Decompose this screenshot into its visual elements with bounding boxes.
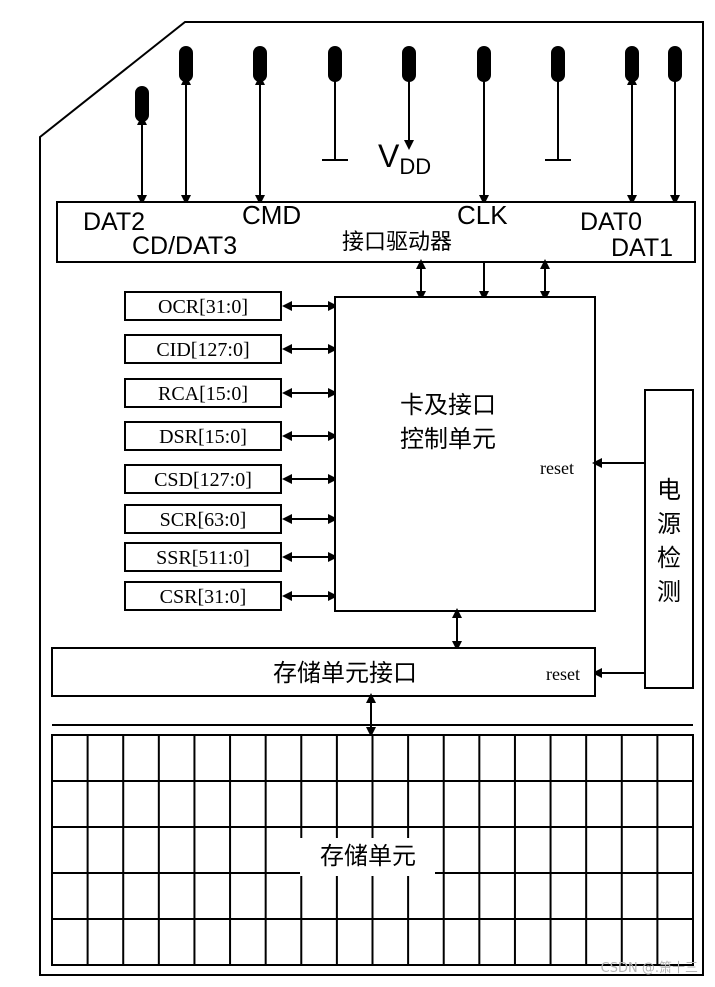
- storage-reset-label: reset: [546, 664, 580, 684]
- pin-cap-cd-dat3: [179, 46, 193, 82]
- interface-driver-box: [56, 201, 696, 263]
- interface-driver-label: 接口驱动器: [342, 230, 452, 255]
- pin-cap-vss1: [328, 46, 342, 82]
- pin-cap-dat1: [668, 46, 682, 82]
- register-label: SSR[511:0]: [156, 547, 250, 569]
- power-detect-char: 源: [657, 510, 681, 538]
- pin-label-dat1: DAT1: [611, 234, 673, 262]
- register-label: SCR[63:0]: [160, 509, 247, 531]
- power-detect-char: 电: [657, 476, 681, 504]
- register-box: [124, 291, 282, 321]
- pin-label-clk: CLK: [457, 200, 508, 230]
- power-detect-box: [644, 389, 694, 689]
- storage-grid: [51, 734, 694, 966]
- driver-controller-connectors: [416, 259, 550, 301]
- controller-label-line2: 控制单元: [400, 425, 496, 453]
- vdd-subscript: DD: [399, 154, 431, 179]
- csdn-watermark: CSDN @.箫十三: [601, 960, 698, 976]
- pin-cap-dat2: [135, 86, 149, 122]
- pin-cap-cmd: [253, 46, 267, 82]
- pin-label-dat2: DAT2: [83, 208, 145, 236]
- power-detect-char: 测: [657, 578, 681, 606]
- storage-label: 存储单元: [320, 842, 416, 870]
- register-label: RCA[15:0]: [158, 383, 248, 405]
- register-box: [124, 421, 282, 451]
- pin-caps: [135, 46, 682, 122]
- pin-cap-vdd: [402, 46, 416, 82]
- storage-label-background: [300, 838, 435, 876]
- storage-interface-box: [51, 647, 596, 697]
- pin-label-cd-dat3: CD/DAT3: [132, 232, 237, 260]
- power-detect-char: 检: [657, 544, 681, 572]
- storage-interface-label: 存储单元接口: [273, 659, 417, 687]
- register-box: [124, 334, 282, 364]
- register-box: [124, 581, 282, 611]
- register-box: [124, 504, 282, 534]
- pin-lines: [137, 75, 680, 205]
- register-label: CSR[31:0]: [160, 586, 247, 608]
- controller-box: [334, 296, 596, 612]
- register-label: DSR[15:0]: [159, 426, 247, 448]
- register-box: [124, 378, 282, 408]
- register-box: [124, 542, 282, 572]
- register-label: OCR[31:0]: [158, 296, 248, 318]
- vdd-main: V: [378, 138, 400, 174]
- controller-reset-label: reset: [540, 458, 574, 478]
- pin-label-cmd: CMD: [242, 200, 301, 230]
- pin-cap-clk: [477, 46, 491, 82]
- vdd-label: VDD: [378, 138, 431, 179]
- register-label: CID[127:0]: [156, 339, 249, 361]
- register-box: [124, 464, 282, 494]
- pin-cap-dat0: [625, 46, 639, 82]
- pin-cap-vss2: [551, 46, 565, 82]
- register-label: CSD[127:0]: [154, 469, 252, 491]
- pin-label-dat0: DAT0: [580, 208, 642, 236]
- register-column: OCR[31:0] CID[127:0] RCA[15:0] DSR[15:0]…: [124, 291, 338, 611]
- controller-label-line1: 卡及接口: [400, 391, 496, 419]
